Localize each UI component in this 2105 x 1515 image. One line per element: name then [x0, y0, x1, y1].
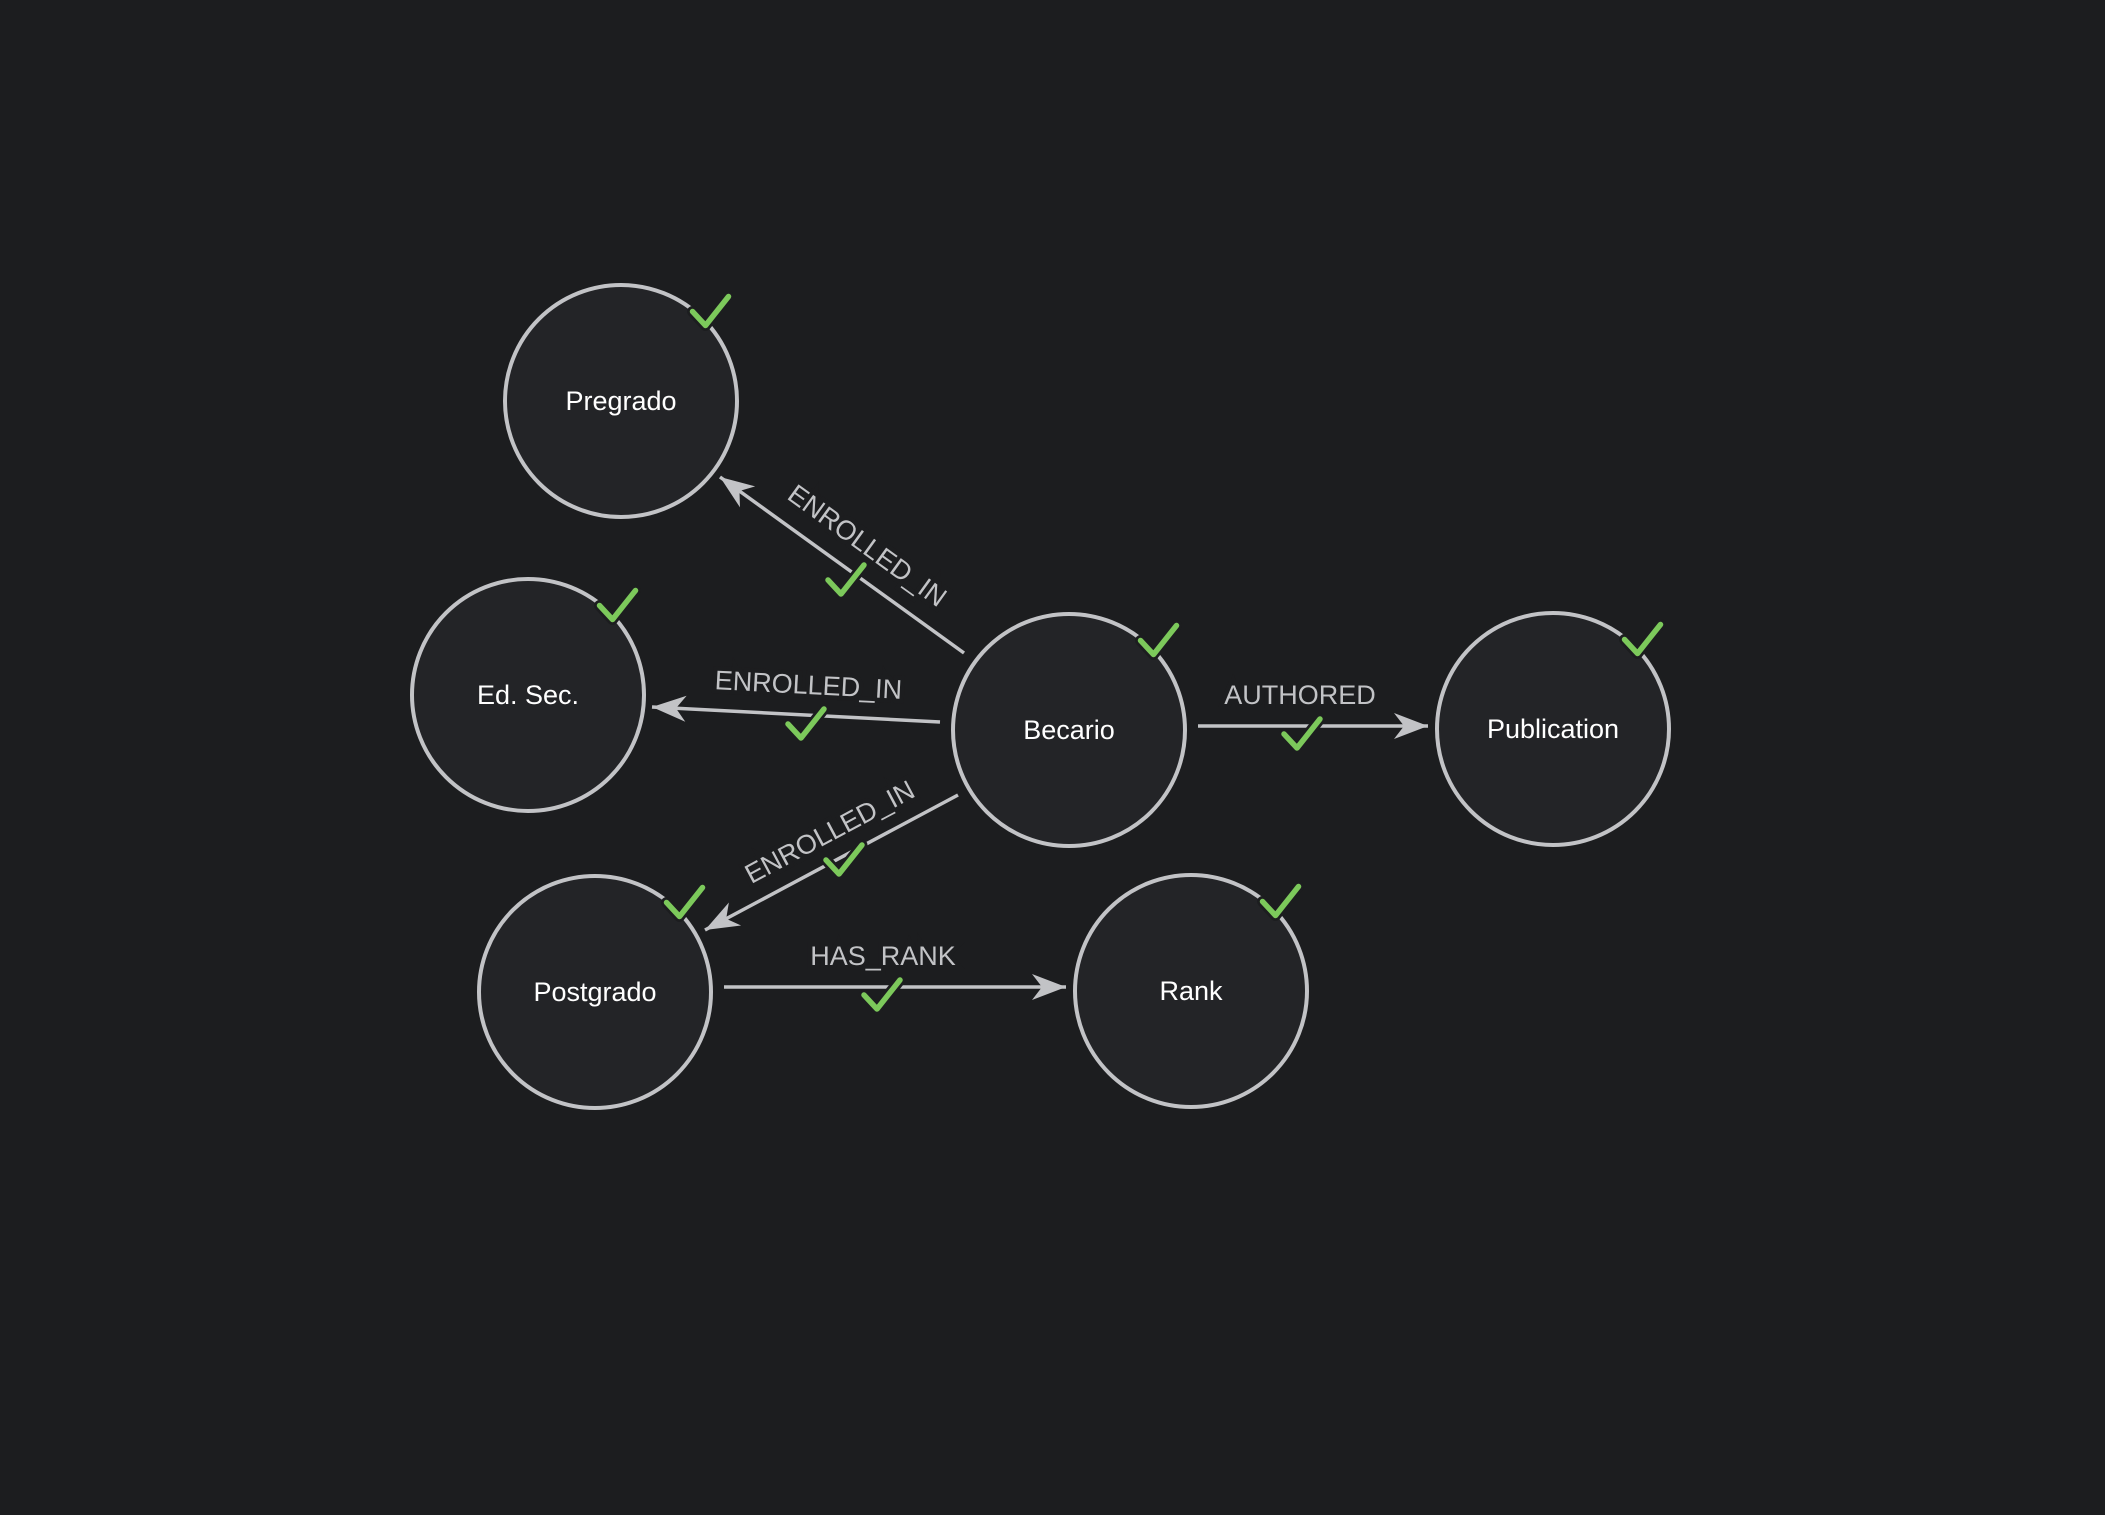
- node-circle: [503, 283, 739, 519]
- edge-postgrado-rank[interactable]: HAS_RANK: [724, 937, 1066, 1015]
- edge-becario-publication[interactable]: AUTHORED: [1198, 676, 1428, 754]
- node-label: Rank: [1159, 976, 1223, 1006]
- node-circle: [477, 874, 713, 1110]
- check-icon: [1619, 618, 1667, 659]
- check-icon: [820, 839, 868, 880]
- arrowhead-icon: [705, 902, 742, 930]
- node-rank[interactable]: Rank: [1073, 873, 1309, 1109]
- check-icon: [687, 290, 735, 331]
- check-icon: [858, 974, 906, 1015]
- arrowhead-icon: [652, 695, 687, 722]
- arrowhead-icon: [1394, 713, 1428, 739]
- node-label: Pregrado: [565, 386, 676, 416]
- check-icon: [1278, 713, 1326, 754]
- node-label: Becario: [1023, 715, 1115, 745]
- edge-line: [651, 705, 941, 724]
- check-icon: [661, 881, 709, 922]
- node-label: Publication: [1487, 714, 1619, 744]
- edge-label: AUTHORED: [1224, 680, 1376, 710]
- node-label: Ed. Sec.: [477, 680, 579, 710]
- check-icon: [1135, 619, 1183, 660]
- check-icon: [1257, 880, 1305, 921]
- node-publication[interactable]: Publication: [1435, 611, 1671, 847]
- node-pregrado[interactable]: Pregrado: [503, 283, 739, 519]
- check-icon: [822, 559, 870, 600]
- check-icon: [594, 584, 642, 625]
- node-postgrado[interactable]: Postgrado: [477, 874, 713, 1110]
- node-circle: [410, 577, 646, 813]
- node-circle: [951, 612, 1187, 848]
- arrowhead-icon: [720, 477, 756, 508]
- node-ed-sec[interactable]: Ed. Sec.: [410, 577, 646, 813]
- check-icon: [782, 703, 830, 744]
- node-becario[interactable]: Becario: [951, 612, 1187, 848]
- node-circle: [1073, 873, 1309, 1109]
- node-label: Postgrado: [533, 977, 656, 1007]
- edge-line: [718, 475, 966, 655]
- edge-label: HAS_RANK: [810, 941, 956, 971]
- node-circle: [1435, 611, 1671, 847]
- arrowhead-icon: [1032, 974, 1066, 1000]
